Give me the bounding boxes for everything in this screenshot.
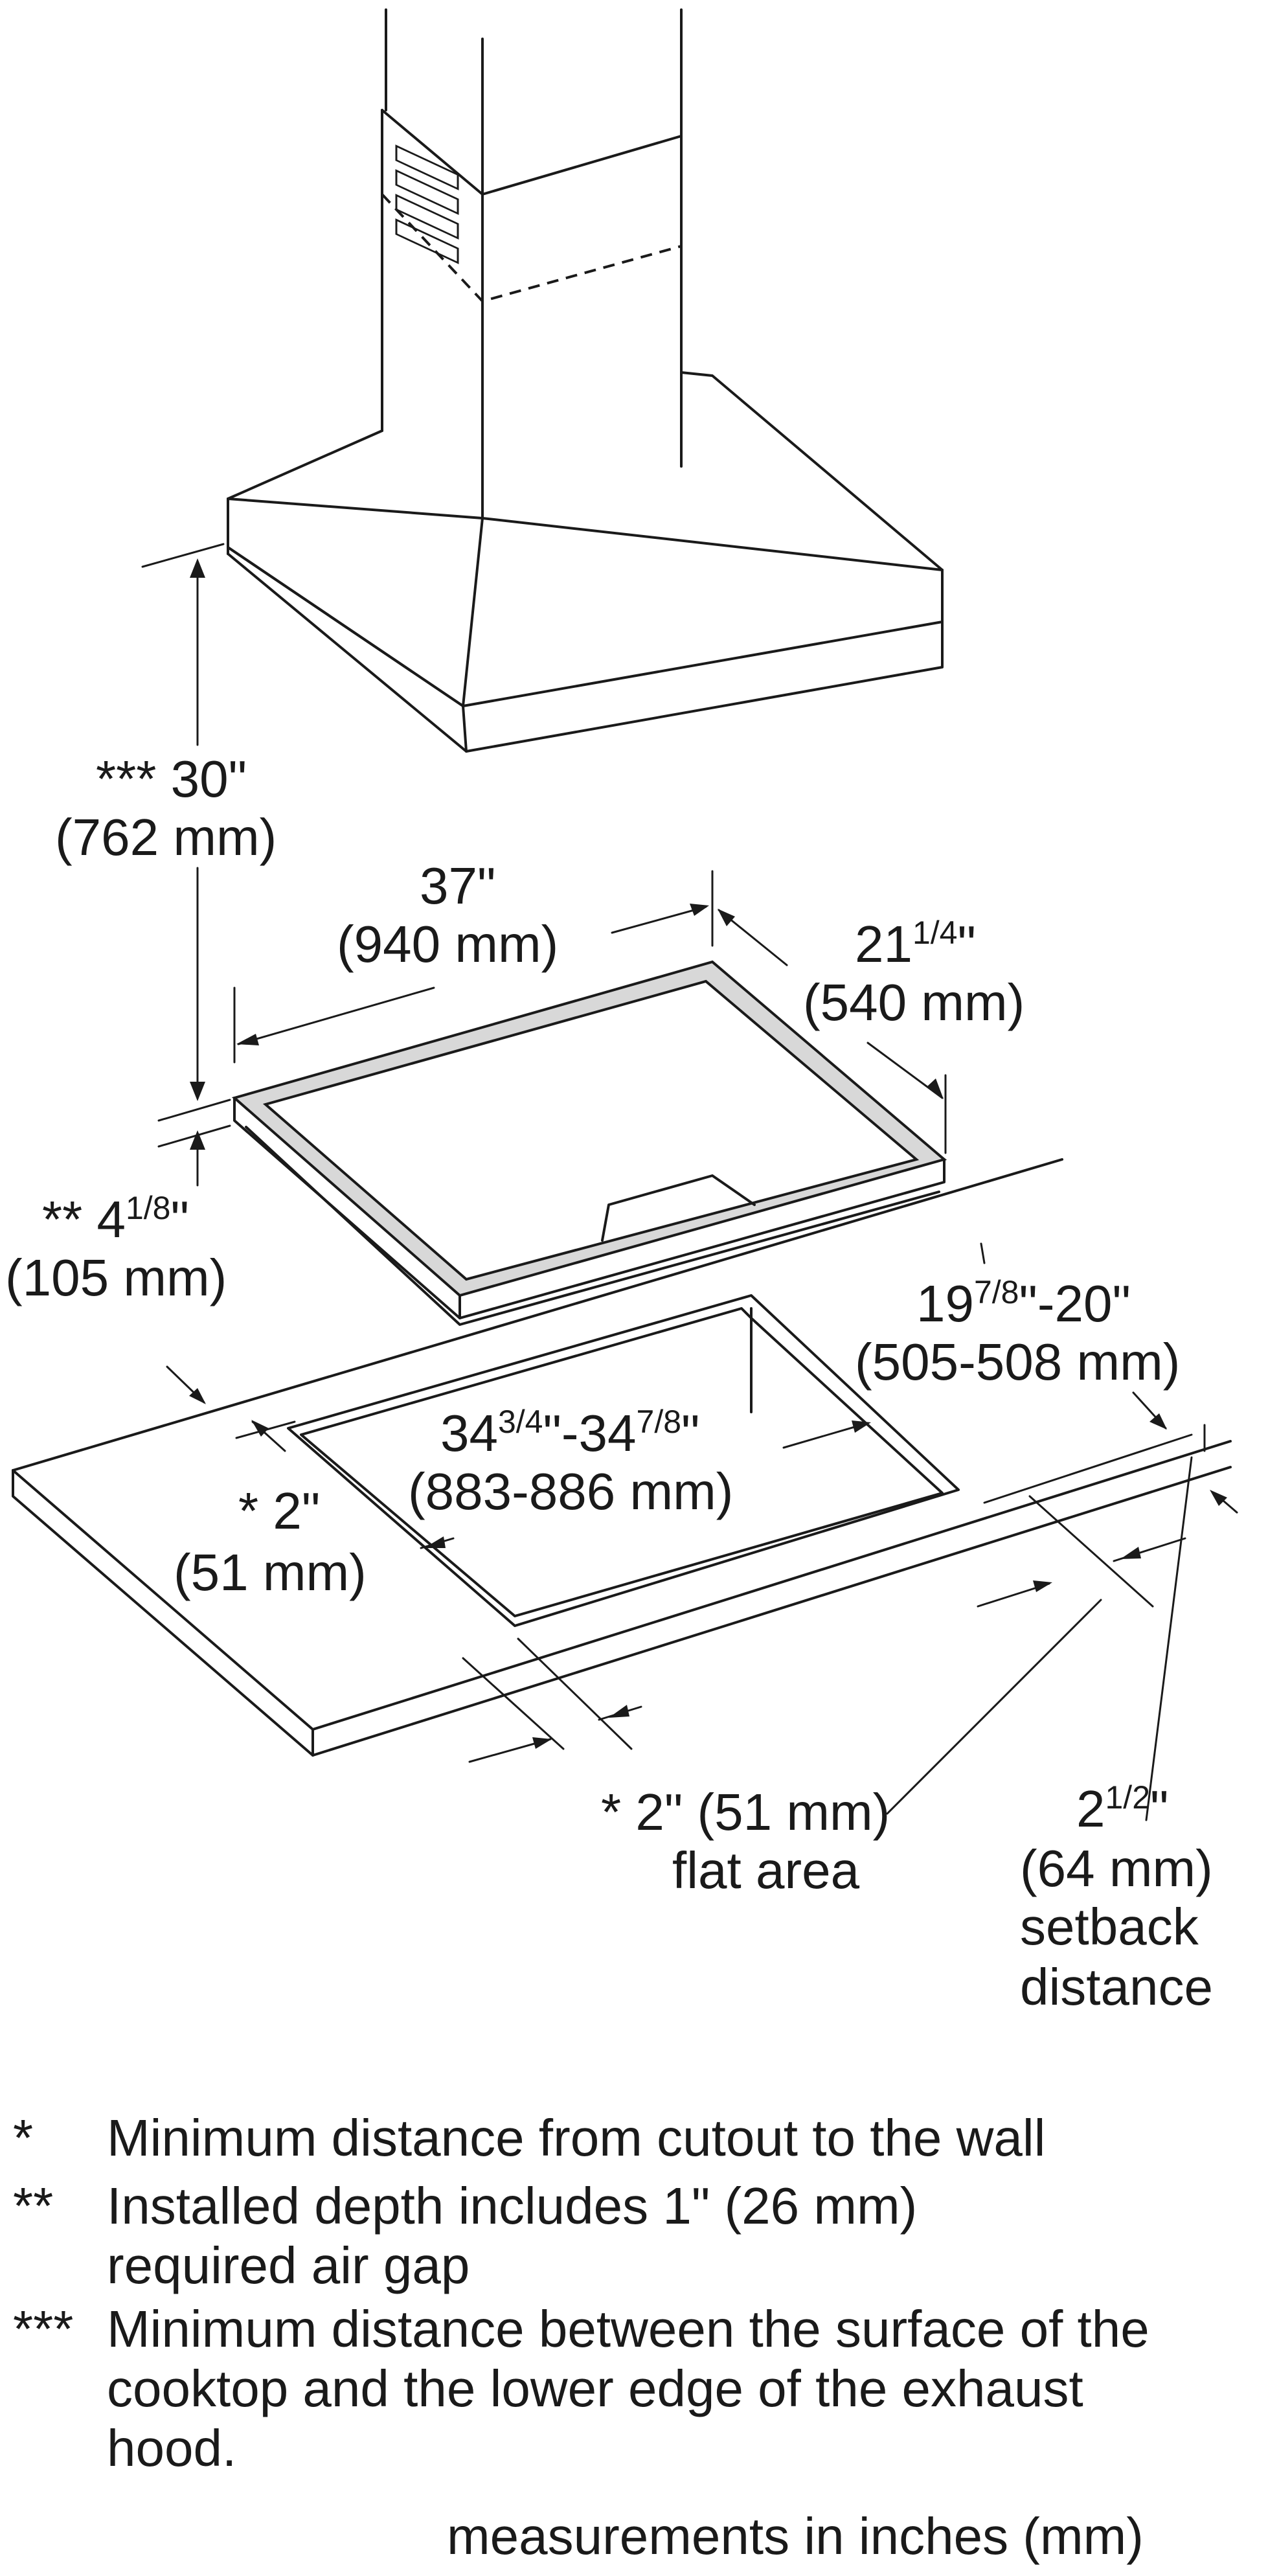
side-clearance-metric: (51 mm): [174, 1544, 367, 1601]
flat-area-label: flat area: [672, 1841, 860, 1899]
note-2-marker: **: [13, 2177, 54, 2235]
note-3-text: Minimum distance between the surface of …: [107, 2300, 1149, 2477]
cooktop-depth-suffix: ": [958, 915, 976, 973]
setback-metric: (64 mm): [1020, 1840, 1213, 1897]
note-1-marker: *: [13, 2109, 34, 2167]
installed-depth-whole: ** 4: [42, 1191, 126, 1248]
cutout-depth-whole: 19: [916, 1275, 974, 1332]
cutout-depth-fraction: 7/8: [974, 1274, 1019, 1310]
note-2-text: Installed depth includes 1" (26 mm) requ…: [107, 2177, 918, 2294]
cutout-width-label: 343/4"-347/8": [440, 1404, 699, 1462]
hood-height-label: *** 30": [96, 750, 247, 808]
setback-fraction: 1/2: [1105, 1779, 1151, 1816]
setback-suffix: ": [1150, 1780, 1168, 1838]
cooktop-depth-whole: 21: [855, 915, 912, 973]
vent-grille: [395, 144, 459, 264]
note-1-text: Minimum distance from cutout to the wall: [107, 2109, 1046, 2167]
installed-depth-metric: (105 mm): [5, 1249, 227, 1306]
cutout-width-mid: "-34: [543, 1404, 637, 1462]
setback-label: 21/2": [1076, 1779, 1168, 1838]
installed-depth-label: ** 41/8": [42, 1190, 189, 1248]
cutout-width-suffix: ": [681, 1404, 699, 1462]
cutout-width-a: 34: [440, 1404, 498, 1462]
installed-depth-suffix: ": [171, 1191, 189, 1248]
cooktop-depth-label: 211/4": [855, 915, 976, 973]
cutout-depth-suffix: "-20": [1019, 1275, 1131, 1332]
setback-whole: 2: [1076, 1780, 1105, 1838]
countertop: [12, 1158, 1232, 1757]
exhaust-hood: [227, 8, 944, 753]
cooktop-width-metric: (940 mm): [337, 915, 558, 973]
hood-height-metric: (762 mm): [55, 808, 277, 866]
dimension-lines: [141, 543, 1238, 1821]
cutout-depth-metric: (505-508 mm): [855, 1333, 1180, 1391]
note-3-marker: ***: [13, 2300, 74, 2358]
cutout-width-afrac: 3/4: [498, 1404, 543, 1440]
cooktop: [231, 960, 947, 1326]
side-clearance-label: * 2": [238, 1482, 320, 1540]
cooktop-depth-fraction: 1/4: [912, 915, 958, 951]
cooktop-depth-metric: (540 mm): [803, 974, 1025, 1031]
flat-area-value: * 2" (51 mm): [601, 1783, 890, 1841]
units-caption: measurements in inches (mm): [447, 2507, 1144, 2565]
distance-word: distance: [1020, 1958, 1213, 2016]
installed-depth-fraction: 1/8: [126, 1190, 171, 1226]
setback-word: setback: [1020, 1898, 1199, 1955]
cooktop-width-label: 37": [420, 857, 495, 915]
cutout-depth-label: 197/8"-20": [916, 1274, 1131, 1332]
cutout-width-bfrac: 7/8: [637, 1404, 682, 1440]
cutout-width-metric: (883-886 mm): [408, 1463, 733, 1520]
